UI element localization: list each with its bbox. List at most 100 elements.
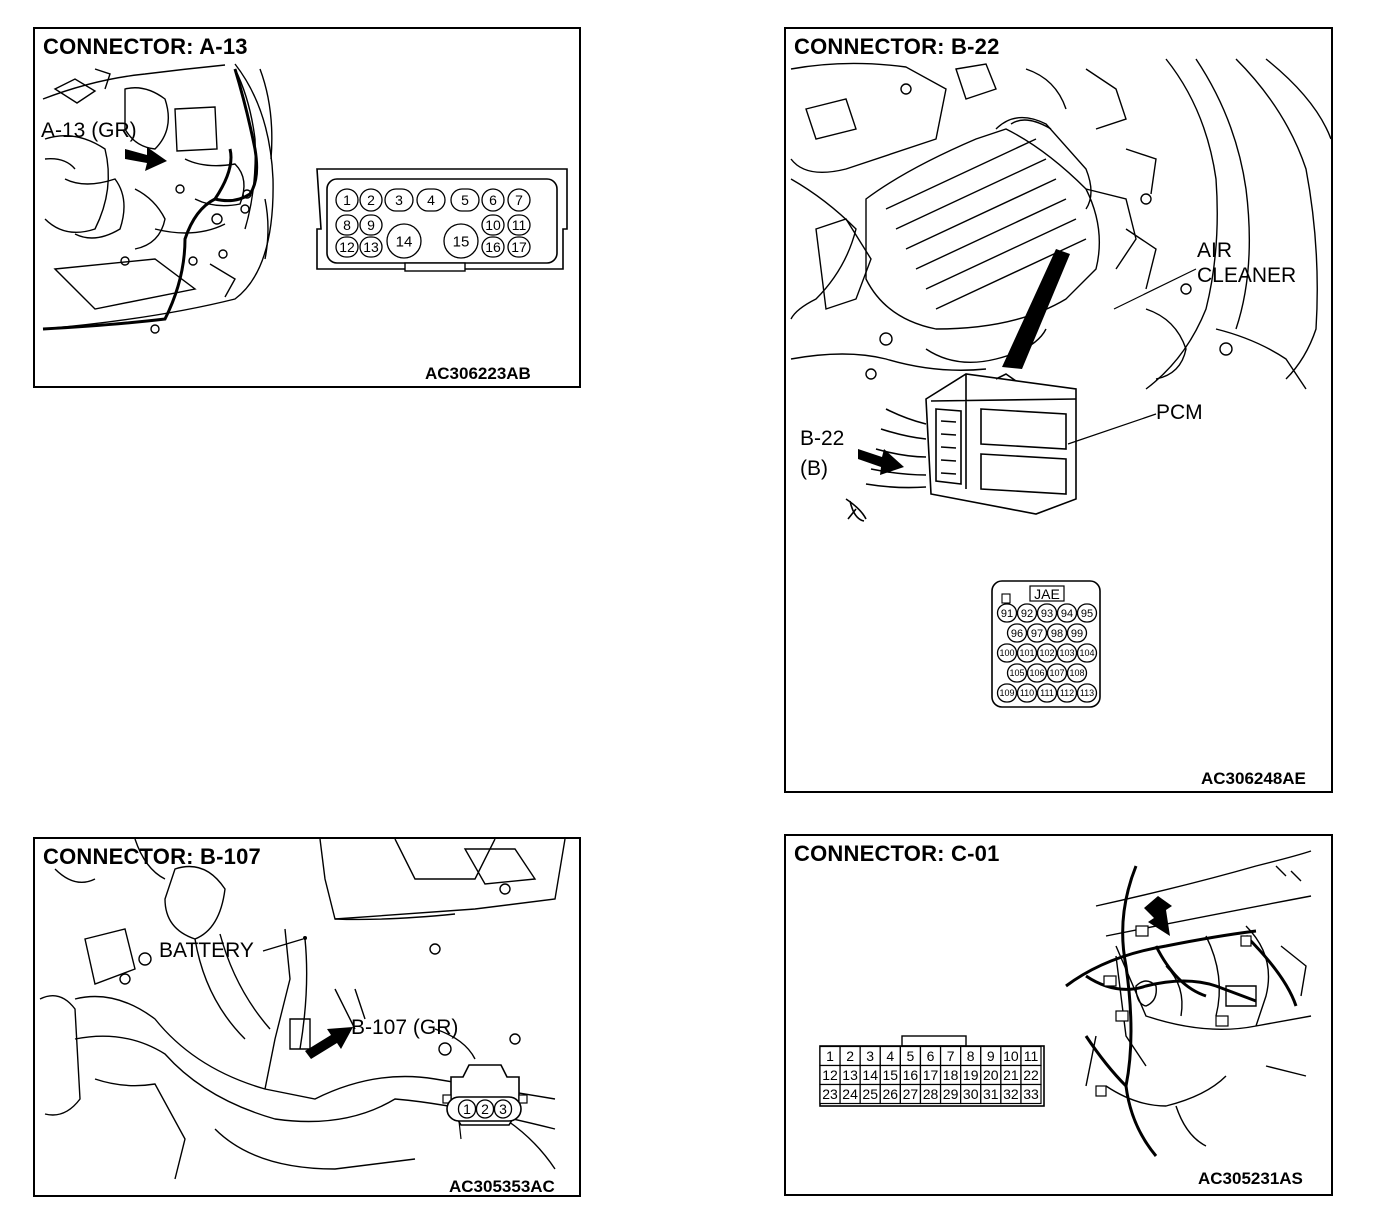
- pin-17: 17: [919, 1064, 942, 1086]
- pin-number: 31: [983, 1086, 999, 1102]
- callout-a13: A-13 (GR): [41, 119, 137, 142]
- pin-number: 30: [963, 1086, 979, 1102]
- pin-number: 2: [846, 1048, 854, 1064]
- pin-111: 111: [1036, 683, 1058, 703]
- pin-number: 15: [883, 1067, 899, 1083]
- pin-number: 113: [1080, 688, 1094, 698]
- pin-number: 6: [927, 1048, 935, 1064]
- pin-number: 12: [339, 239, 355, 255]
- pin-2: 2: [359, 188, 383, 212]
- pin-number: 99: [1071, 628, 1083, 640]
- pin-number: 32: [1003, 1086, 1019, 1102]
- pin-number: 1: [463, 1101, 471, 1117]
- pin-number: 2: [481, 1101, 489, 1117]
- pin-number: 111: [1040, 688, 1054, 698]
- pin-112: 112: [1056, 683, 1078, 703]
- panel-title-c01: CONNECTOR: C-01: [794, 841, 1000, 866]
- pin-number: 91: [1001, 608, 1013, 620]
- pin-110: 110: [1016, 683, 1038, 703]
- pin-number: 14: [862, 1067, 878, 1083]
- label-pcm: PCM: [1156, 401, 1203, 424]
- pin-number: 104: [1079, 648, 1094, 658]
- pin-99: 99: [1066, 623, 1088, 643]
- pin-number: 9: [987, 1048, 995, 1064]
- pin-92: 92: [1016, 603, 1038, 623]
- panel-title-b22: CONNECTOR: B-22: [794, 34, 1000, 59]
- pin-number: 8: [967, 1048, 975, 1064]
- pin-6: 6: [919, 1045, 942, 1067]
- ref-code-c01: AC305231AS: [1198, 1169, 1303, 1188]
- callout-b107: B-107 (GR): [351, 1016, 459, 1039]
- pin-10: 10: [481, 214, 505, 236]
- panel-title-a13: CONNECTOR: A-13: [43, 34, 248, 59]
- engine-bay-illustration-a13: [42, 63, 274, 334]
- pin-number: 13: [363, 239, 379, 255]
- pin-106: 106: [1026, 663, 1048, 683]
- maker-box: [1029, 585, 1065, 602]
- pin-number: 18: [943, 1067, 959, 1083]
- pin-number: 92: [1021, 608, 1033, 620]
- pin-number: 6: [489, 192, 497, 208]
- pin-21: 21: [1000, 1064, 1022, 1086]
- pin-16: 16: [899, 1064, 922, 1086]
- pin-25: 25: [859, 1083, 881, 1105]
- label-battery: BATTERY: [159, 939, 254, 962]
- pin-12: 12: [335, 236, 359, 258]
- pin-number: 14: [396, 233, 413, 250]
- pin-13: 13: [359, 236, 383, 258]
- pin-number: 2: [367, 192, 375, 208]
- pin-number: 16: [903, 1067, 919, 1083]
- pin-number: 101: [1019, 648, 1034, 658]
- pin-3: 3: [859, 1045, 881, 1067]
- pin-16: 16: [481, 236, 505, 258]
- pin-15: 15: [879, 1064, 901, 1086]
- pin-number: 3: [499, 1101, 507, 1117]
- pin-95: 95: [1076, 603, 1098, 623]
- pin-30: 30: [960, 1083, 982, 1105]
- pin-number: 4: [427, 192, 435, 208]
- pin-number: 1: [826, 1048, 834, 1064]
- pin-11: 11: [1020, 1045, 1042, 1067]
- pin-22: 22: [1020, 1064, 1042, 1086]
- pin-5: 5: [899, 1045, 922, 1067]
- pin-number: 17: [923, 1067, 939, 1083]
- pin-number: 97: [1031, 628, 1043, 640]
- pin-number: 106: [1029, 668, 1044, 678]
- pin-number: 11: [1024, 1048, 1039, 1064]
- pin-number: 3: [395, 192, 403, 208]
- pin-number: 26: [883, 1086, 899, 1102]
- pin-number: 27: [903, 1086, 919, 1102]
- pin-102: 102: [1036, 643, 1058, 663]
- pin-15: 15: [443, 223, 479, 259]
- pin-number: 28: [923, 1086, 939, 1102]
- pin-number: 24: [842, 1086, 858, 1102]
- pin-number: 16: [485, 239, 501, 255]
- pin-104: 104: [1076, 643, 1098, 663]
- pin-number: 3: [866, 1048, 874, 1064]
- panel-connector-b22: CONNECTOR: B-22 AIR CLEANER PCM B-22 (B)…: [784, 27, 1333, 793]
- pin-24: 24: [839, 1083, 861, 1105]
- pin-107: 107: [1046, 663, 1068, 683]
- pin-number: 1: [343, 192, 351, 208]
- pin-number: 98: [1051, 628, 1063, 640]
- pin-number: 29: [943, 1086, 959, 1102]
- pin-109: 109: [996, 683, 1018, 703]
- pin-8: 8: [960, 1045, 982, 1067]
- pin-11: 11: [507, 214, 531, 236]
- pin-1: 1: [457, 1099, 477, 1119]
- pin-number: 8: [343, 217, 351, 233]
- dashboard-harness-illustration-c01: [1065, 850, 1312, 1157]
- pin-number: 5: [907, 1048, 915, 1064]
- pin-8: 8: [335, 214, 359, 236]
- pin-93: 93: [1036, 603, 1058, 623]
- pin-number: 9: [367, 217, 375, 233]
- pin-number: 112: [1060, 688, 1074, 698]
- pin-3: 3: [384, 188, 414, 212]
- pin-7: 7: [940, 1045, 962, 1067]
- callout-b22-line2: (B): [800, 457, 828, 480]
- ref-code-a13: AC306223AB: [425, 364, 531, 383]
